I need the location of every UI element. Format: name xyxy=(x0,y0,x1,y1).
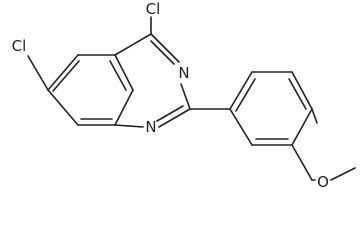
bond-lines xyxy=(27,16,356,181)
chlorine-atom-label-top: Cl xyxy=(146,0,161,18)
chemical-structure: Cl Cl N N O xyxy=(12,0,356,191)
nitrogen-atom-label-lower: N xyxy=(145,118,156,136)
chlorine-atom-label-left: Cl xyxy=(12,37,27,55)
nitrogen-atom-label-upper: N xyxy=(178,64,189,82)
atom-labels: Cl Cl N N O xyxy=(12,0,329,191)
oxygen-atom-label: O xyxy=(317,173,329,191)
